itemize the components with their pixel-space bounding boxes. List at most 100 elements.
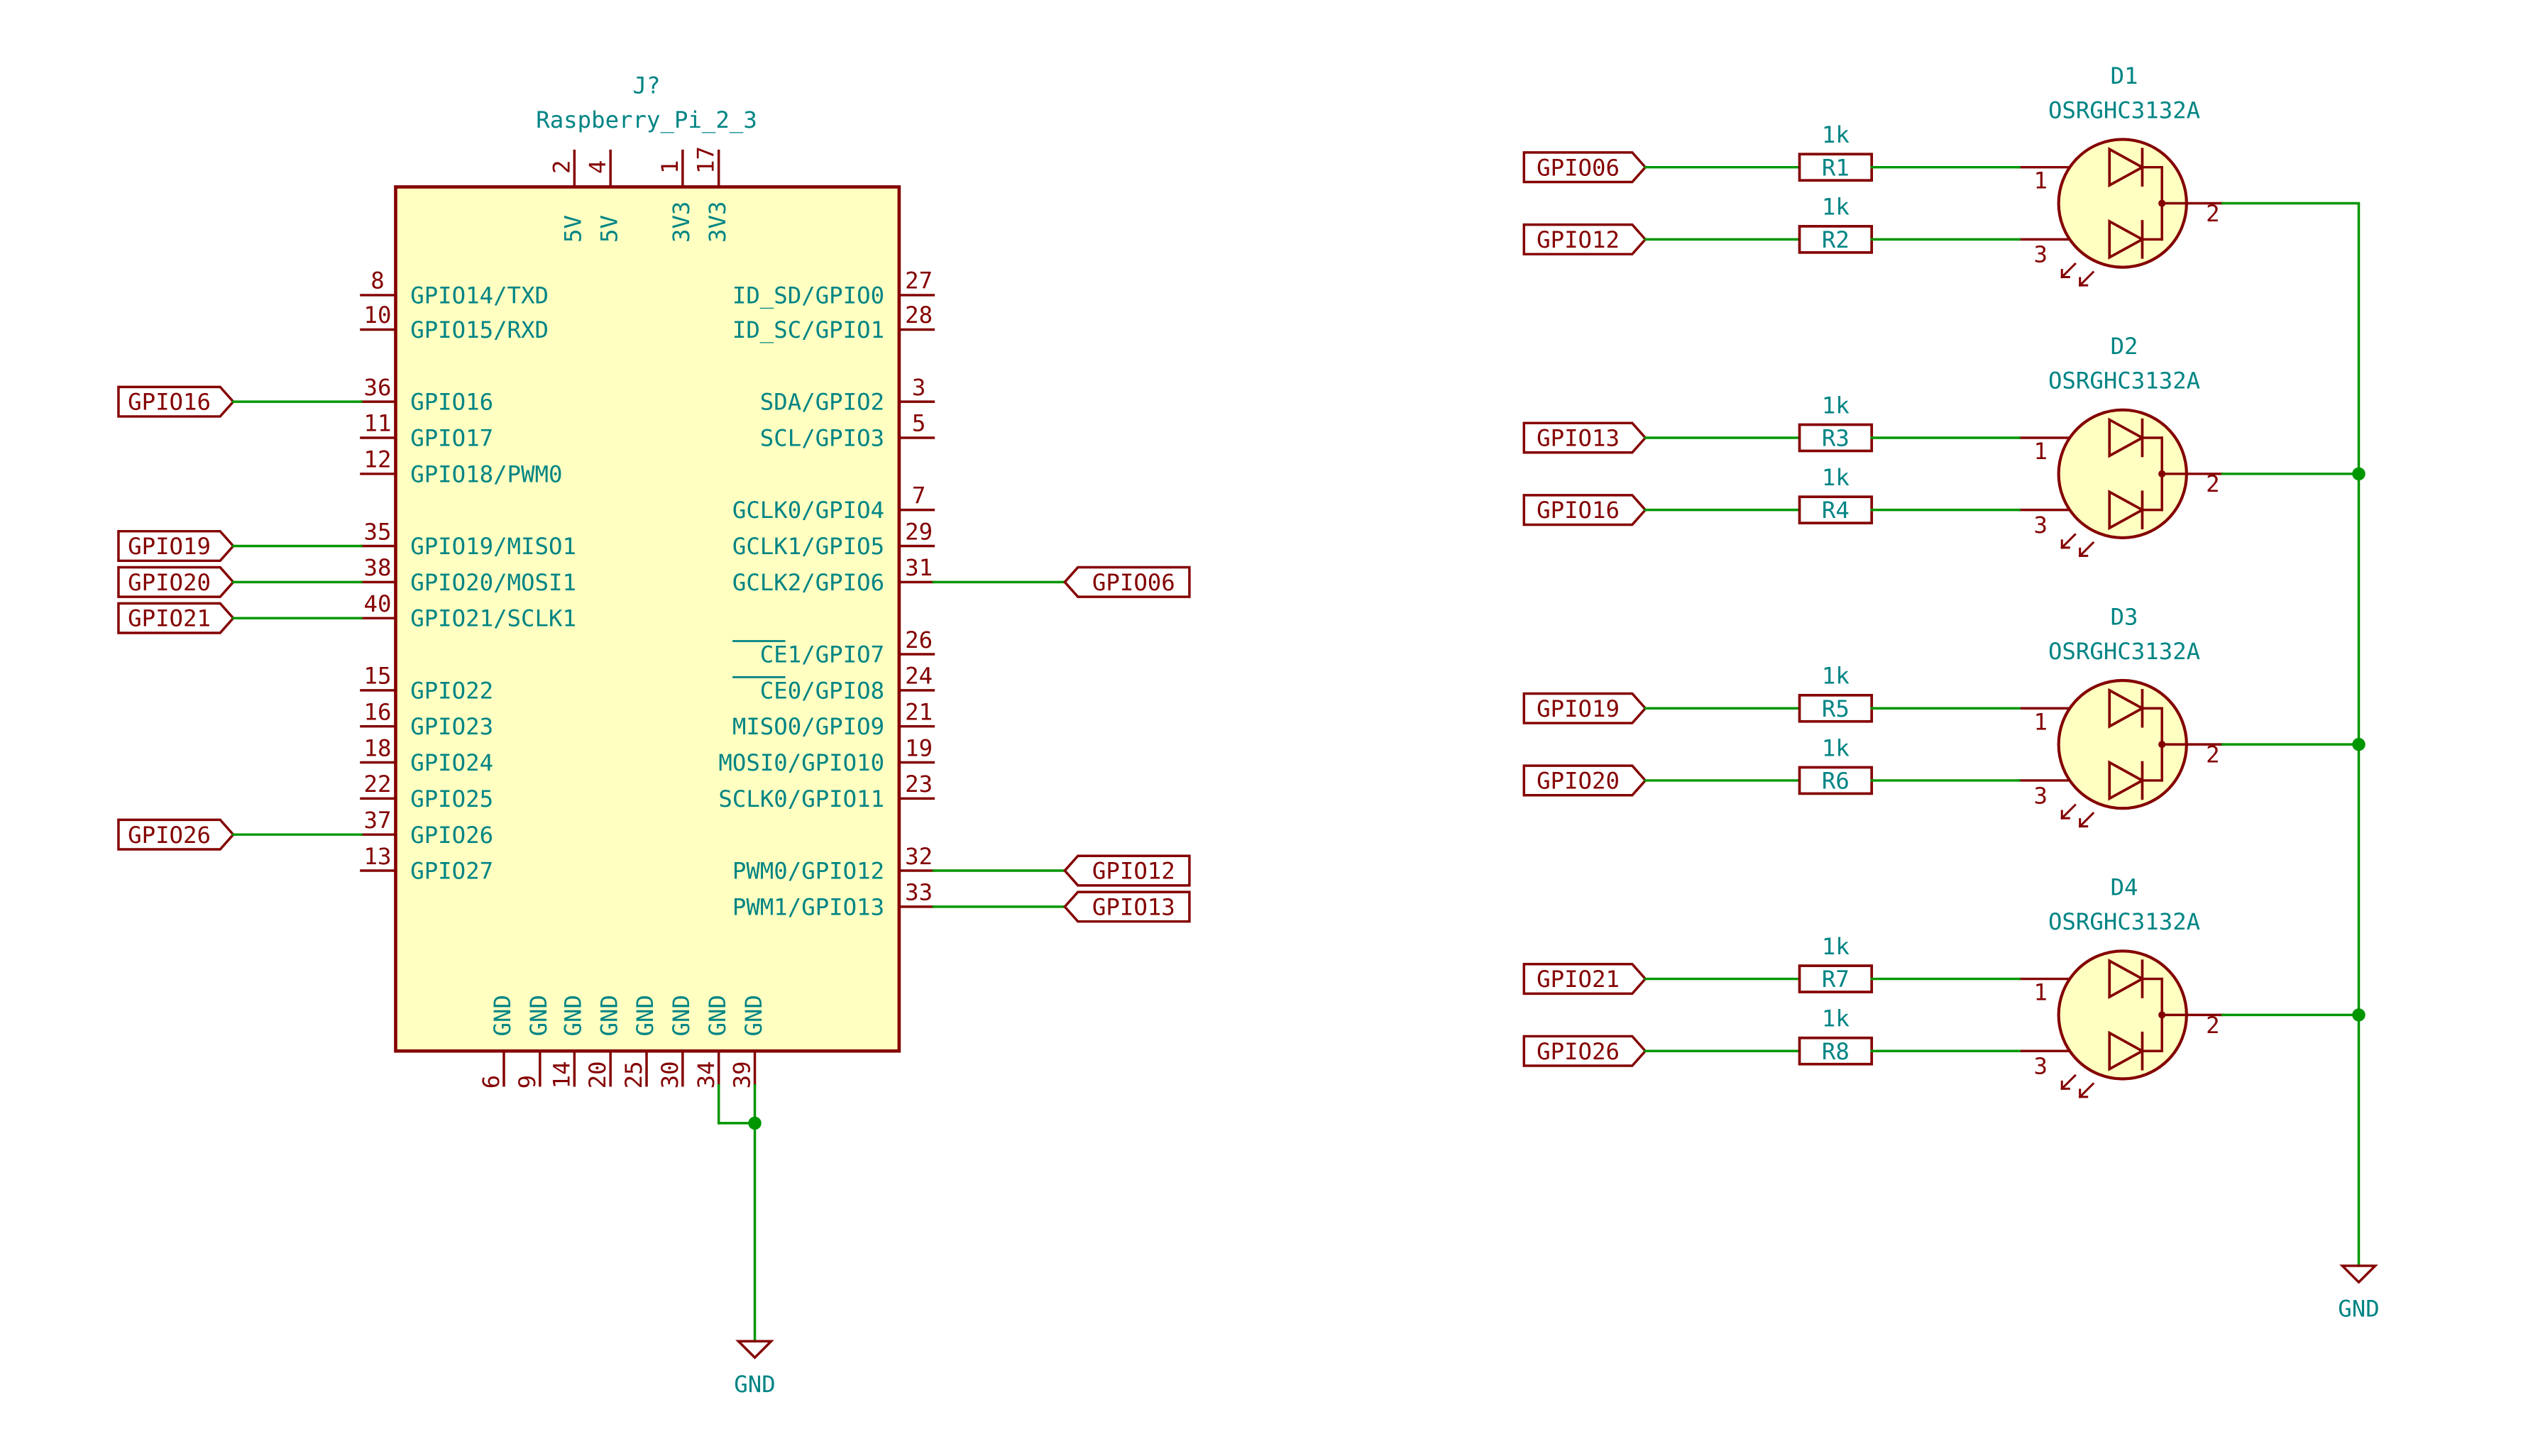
global-label-outline [1522,223,1647,255]
light-arrow-head [2060,810,2070,820]
global-label-gpio13: GPIO13 [1062,890,1191,923]
led-reference: D1 [2111,62,2138,89]
wire-junction [2352,1008,2366,1022]
global-label-text: GPIO12 [1092,858,1175,885]
global-label-text: GPIO19 [128,533,211,560]
diode-triangle [2108,1030,2145,1071]
pin-name: GPIO27 [410,858,493,885]
pin-name: SDA/GPIO2 [760,389,884,416]
global-label-gpio20: GPIO20 [1522,764,1647,797]
pin-name: GPIO19/MISO1 [410,533,576,560]
pin-name: 5V [595,215,622,243]
global-label-outline [117,818,236,851]
pin-number: 2 [2206,1012,2219,1039]
pin-name: GPIO14/TXD [410,282,549,309]
led-reference: D3 [2111,603,2138,630]
pin-name: GND [632,995,659,1036]
light-arrow-head [2060,539,2070,549]
global-label-text: GPIO13 [1537,425,1620,452]
pin-name: PWM0/GPIO12 [732,858,884,885]
global-label-outline [1062,890,1191,923]
diode-triangle [2108,417,2145,458]
pin-number: 19 [905,734,933,761]
led-value: OSRGHC3132A [2048,908,2200,935]
pin-name: GND [595,995,622,1036]
pin-name: GPIO20/MOSI1 [410,569,576,596]
pin-name: GPIO23 [410,713,493,740]
pin-name: ID_SD/GPIO0 [732,282,884,309]
pin-number: 4 [584,160,611,173]
gnd-symbol-leds: GND [2338,1264,2380,1323]
diode-triangle [2108,490,2145,531]
pin-number: 26 [905,627,933,653]
pin-number: 8 [370,268,384,294]
led-value: OSRGHC3132A [2048,96,2200,123]
pin-name: 5V [560,215,587,243]
global-label-outline [1062,854,1191,887]
pin-number: 23 [905,771,933,798]
global-label-outline [117,602,236,634]
pin-number: 3 [2033,512,2047,539]
pin-number: 1 [2033,979,2047,1006]
pin-number: 3 [912,374,925,401]
wire-junction [2352,737,2366,751]
pin-name: GPIO24 [410,749,493,776]
global-label-text: GPIO13 [1092,893,1175,920]
light-arrow [2060,533,2077,549]
wire-junction [748,1116,762,1130]
light-arrow [2060,1074,2077,1091]
pin-name: GCLK2/GPIO6 [732,569,884,596]
resistor-value: 1k [1822,194,1850,221]
pin-name: GCLK0/GPIO4 [732,497,884,524]
global-label-text: GPIO26 [128,822,211,849]
pin-name: ID_SC/GPIO1 [732,316,884,343]
pin-name: GPIO15/RXD [410,316,549,343]
wire-junction [2352,467,2366,481]
light-arrow [2060,262,2077,279]
resistor-reference: R1 [1822,154,1850,181]
pin-number: 12 [364,446,392,473]
pin-number: 39 [729,1061,756,1088]
pin-number: 2 [2206,741,2219,768]
pin-number: 5 [912,410,925,437]
pin-name: GPIO16 [410,389,493,416]
global-label-gpio20: GPIO20 [117,566,236,598]
led-reference: D4 [2111,874,2138,901]
global-label-gpio16: GPIO16 [1522,494,1647,526]
pin-number: 38 [364,554,392,581]
global-label-gpio13: GPIO13 [1522,421,1647,454]
led-value: OSRGHC3132A [2048,368,2200,395]
global-label-outline [117,566,236,598]
pin-name: 3V3 [668,202,695,243]
diode-triangle [2108,219,2145,260]
pin-number: 1 [656,160,683,173]
gnd-label: GND [2338,1296,2379,1323]
pin-name: GND [704,995,731,1036]
global-label-gpio26: GPIO26 [1522,1035,1647,1067]
resistor-value: 1k [1822,392,1850,419]
pin-name: GND [668,995,695,1036]
pin-number: 3 [2033,1053,2047,1080]
pin-name: GPIO22 [410,677,493,704]
pin-number: 16 [364,698,392,725]
global-label-outline [1522,494,1647,526]
diode-triangle [2108,688,2145,729]
resistor-value: 1k [1822,663,1850,690]
global-label-gpio21: GPIO21 [1522,963,1647,996]
pin-name: MISO0/GPIO9 [732,713,884,740]
global-label-text: GPIO20 [128,569,211,596]
pin-number: 25 [620,1061,647,1088]
pin-number: 27 [905,268,933,294]
global-label-text: GPIO06 [1092,569,1175,596]
gnd-label: GND [734,1371,775,1398]
global-label-gpio06: GPIO06 [1062,566,1191,598]
pin-number: 13 [364,843,392,870]
pin-number: 33 [905,879,933,906]
pin-name: PWM1/GPIO13 [732,893,884,920]
global-label-text: GPIO16 [1537,497,1620,524]
pin-number: 2 [548,160,575,173]
led-reference: D2 [2111,333,2138,360]
pin-name: GCLK1/GPIO5 [732,533,884,560]
light-arrow-head [2079,818,2089,828]
global-label-text: GPIO21 [1537,966,1620,993]
